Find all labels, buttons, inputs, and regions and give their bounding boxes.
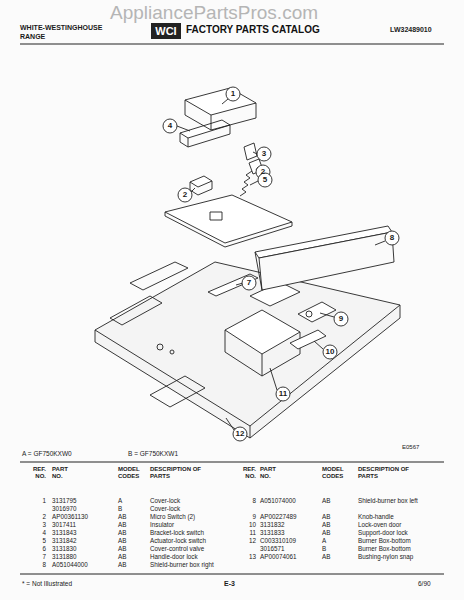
part-description: Micro Switch (2)	[150, 513, 222, 521]
part-number: 3017411	[52, 521, 76, 529]
model-code: AB	[322, 497, 350, 505]
part-number: A051044000	[52, 561, 88, 569]
part-description: Actuator-lock switch	[150, 537, 222, 545]
part-number: 3131842	[52, 537, 77, 545]
column-header: PART NO.	[52, 466, 80, 480]
part-number: AP00227489	[260, 513, 296, 521]
brand-name: WHITE-WESTINGHOUSE	[20, 24, 102, 32]
part-description: Handle-door lock	[150, 553, 222, 561]
callout-number: 5	[255, 175, 275, 185]
catalog-title: FACTORY PARTS CATALOG	[186, 24, 320, 36]
ref-number: 13	[236, 553, 256, 561]
model-code: AB	[322, 521, 350, 529]
model-code: B	[322, 545, 350, 553]
page-number: E-3	[224, 580, 235, 588]
model-code: B	[118, 505, 146, 513]
callout-number: 2	[175, 190, 195, 200]
model-code: AB	[118, 529, 146, 537]
model-code: AB	[118, 537, 146, 545]
column-header: REF. NO.	[236, 466, 256, 480]
callout-number: 11	[273, 389, 293, 399]
part-description: Cover-lock	[150, 505, 222, 513]
model-key: B = GF750KXW1	[128, 450, 178, 457]
part-number: 3131830	[52, 545, 77, 553]
ref-number: 2	[26, 513, 46, 521]
part-description: Bushing-nylon snap	[358, 553, 430, 561]
callout-number: 7	[239, 278, 259, 288]
ref-number: 9	[236, 513, 256, 521]
product-type: RANGE	[20, 33, 45, 41]
part-description: Bracket-lock switch	[150, 529, 222, 537]
catalog-number: LW32489010	[390, 26, 432, 34]
model-code: A	[322, 537, 350, 545]
part-description: Cover-control valve	[150, 545, 222, 553]
callout-number: 1	[223, 89, 243, 99]
part-description: Insulator	[150, 521, 222, 529]
part-description: Support-door lock	[358, 529, 430, 537]
date-code: 6/90	[418, 580, 431, 587]
part-description: Shield-burner box right	[150, 561, 222, 569]
part-number: AP00074061	[260, 553, 296, 561]
ref-number: 1	[26, 497, 46, 505]
ref-number: 12	[236, 537, 256, 545]
ref-number: 7	[26, 553, 46, 561]
model-code: AB	[118, 545, 146, 553]
part-description: Lock-oven door	[358, 521, 430, 529]
part-number: 3131832	[260, 521, 285, 529]
part-number: 3016571	[260, 545, 285, 553]
ref-number: 8	[26, 561, 46, 569]
model-code: AB	[322, 513, 350, 521]
model-code: AB	[118, 553, 146, 561]
ref-number: 4	[26, 529, 46, 537]
model-code: AB	[118, 561, 146, 569]
column-header: MODEL CODES	[322, 466, 350, 480]
column-header: PART NO.	[260, 466, 288, 480]
drawing-code: E0567	[402, 444, 419, 451]
ref-number: 5	[26, 537, 46, 545]
logo-text: WCI	[151, 25, 181, 38]
model-code: A	[118, 497, 146, 505]
model-code: AB	[322, 553, 350, 561]
column-header: DESCRIPTION OF PARTS	[150, 466, 210, 480]
callout-number: 8	[382, 233, 402, 243]
callout-number: 12	[230, 429, 250, 439]
callout-number: 3	[254, 149, 274, 159]
column-header: REF. NO.	[26, 466, 46, 480]
part-description: Cover-lock	[150, 497, 222, 505]
ref-number: 3	[26, 521, 46, 529]
watermark: AppliancePartsPros.com	[110, 2, 318, 24]
footnote: * = Not Illustrated	[22, 580, 72, 587]
part-description: Shield-burner box left	[358, 497, 430, 505]
part-number: 3131843	[52, 529, 77, 537]
model-code: AB	[118, 513, 146, 521]
part-number: 3016970	[52, 505, 77, 513]
model-key: A = GF750KXW0	[22, 450, 72, 457]
part-description: Knob-handle	[358, 513, 430, 521]
part-description: Burner Box-bottom	[358, 545, 430, 553]
column-header: MODEL CODES	[118, 466, 146, 480]
part-number: AP00361130	[52, 513, 88, 521]
part-number: C003310109	[260, 537, 296, 545]
callout-number: 4	[160, 121, 180, 131]
ref-number: 10	[236, 521, 256, 529]
callout-number: 9	[331, 314, 351, 324]
part-number: 3131795	[52, 497, 77, 505]
ref-number: 8	[236, 497, 256, 505]
model-code: AB	[118, 521, 146, 529]
column-header: DESCRIPTION OF PARTS	[358, 466, 418, 480]
part-number: A051074000	[260, 497, 296, 505]
ref-number: 11	[236, 529, 256, 537]
callout-number: 10	[320, 347, 340, 357]
model-code: AB	[322, 529, 350, 537]
part-number: 3131833	[260, 529, 285, 537]
part-description: Burner Box-bottom	[358, 537, 430, 545]
part-number: 3131880	[52, 553, 77, 561]
ref-number: 6	[26, 545, 46, 553]
